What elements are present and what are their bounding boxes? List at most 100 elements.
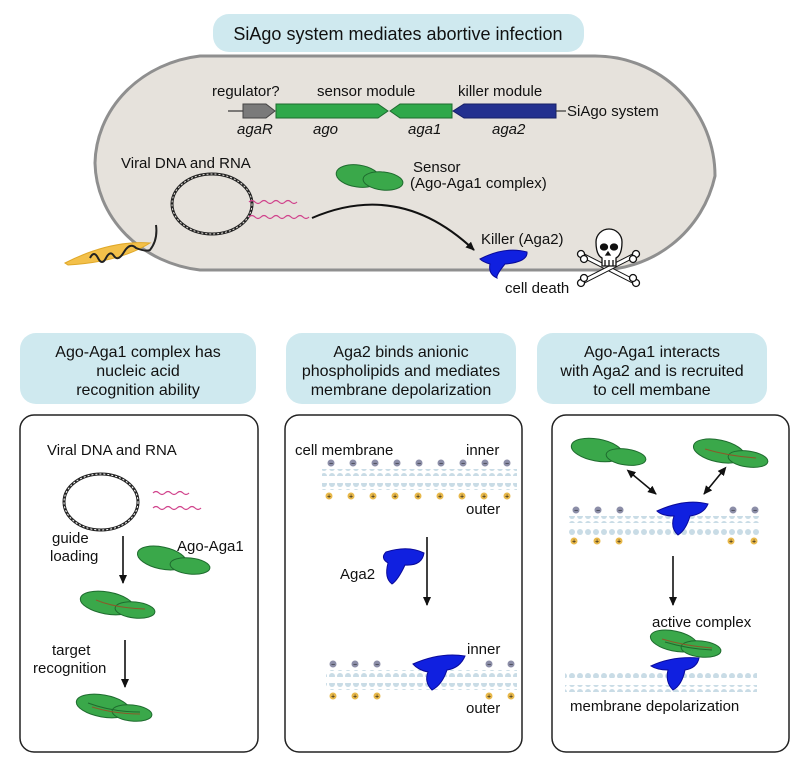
gene-ago	[275, 103, 389, 119]
module-label-sensor: sensor module	[317, 83, 415, 100]
svg-text:−: −	[487, 662, 491, 669]
svg-text:−: −	[574, 508, 578, 515]
panel-1-rna-icon	[152, 505, 202, 511]
positive-charge-icon	[615, 537, 623, 545]
negative-charge-icon	[371, 459, 379, 467]
negative-charge-icon	[373, 660, 381, 668]
panel-2-positive-charges: +++++++++	[325, 492, 511, 501]
panel-1-header-background	[20, 333, 256, 404]
svg-text:+: +	[487, 694, 491, 701]
panel-1-step1-line-2: loading	[50, 548, 98, 565]
panel-3-positive-charges: +++++	[570, 537, 758, 546]
panel-3-aga1-icon-right	[727, 450, 769, 468]
panel-1-guide-strand	[95, 599, 146, 610]
gene-cluster: regulator? sensor module killer module S…	[212, 83, 659, 138]
panel-2-aga2-label: Aga2	[340, 566, 375, 583]
panel-1-target-aga1-icon	[111, 704, 153, 722]
panel-3-header-line-1: Ago-Aga1 interacts	[584, 344, 720, 361]
positive-charge-icon	[485, 692, 493, 700]
svg-text:+: +	[460, 494, 464, 501]
panel-2-membrane-bottom	[326, 670, 517, 690]
negative-charge-icon	[349, 459, 357, 467]
svg-text:+: +	[505, 494, 509, 501]
gene-aga1	[389, 103, 453, 119]
negative-charge-icon	[503, 459, 511, 467]
positive-charge-icon	[414, 492, 422, 500]
panel-1-viral-label: Viral DNA and RNA	[47, 442, 177, 459]
panel-2-outer-label-top: outer	[466, 501, 500, 518]
panel-1-rna-icon	[152, 490, 190, 496]
panel-3-negative-charges: −−−−−	[572, 506, 759, 515]
svg-text:−: −	[731, 508, 735, 515]
panel-3-membrane-top	[569, 516, 759, 536]
panel-3-active-aga2-icon	[649, 657, 700, 691]
panel-1-frame	[19, 414, 259, 753]
positive-charge-icon	[727, 537, 735, 545]
panel-2-negative-charges-bound: −−−−−	[329, 660, 515, 669]
viral-rna-strand-icon	[248, 214, 310, 220]
svg-text:−: −	[618, 508, 622, 515]
panel-1-header-line-3: recognition ability	[76, 382, 200, 399]
panel-3-active-label: active complex	[652, 614, 752, 631]
svg-text:+: +	[752, 539, 756, 546]
gene-name-ago: ago	[313, 121, 338, 138]
positive-charge-icon	[369, 492, 377, 500]
panel-1: Viral DNA and RNA guide loading Ago-Aga1…	[19, 414, 259, 753]
svg-text:−: −	[351, 461, 355, 468]
panel-2-header-line-1: Aga2 binds anionic	[333, 344, 468, 361]
svg-text:−: −	[395, 461, 399, 468]
svg-text:+: +	[595, 539, 599, 546]
negative-charge-icon	[507, 660, 515, 668]
aga2-killer-icon	[479, 249, 528, 279]
negative-charge-icon	[616, 506, 624, 514]
svg-text:−: −	[483, 461, 487, 468]
panel-1-loaded-aga1-icon	[114, 601, 156, 619]
negative-charge-icon	[481, 459, 489, 467]
main-title-background	[213, 14, 584, 52]
svg-text:+: +	[375, 694, 379, 701]
panel-3: −−−−− +++++ active complex membrane depo…	[551, 414, 790, 753]
svg-text:−: −	[461, 461, 465, 468]
positive-charge-icon	[593, 537, 601, 545]
negative-charge-icon	[437, 459, 445, 467]
negative-charge-icon	[329, 660, 337, 668]
panel-1-step2-line-2: recognition	[33, 660, 106, 677]
aga1-protein-icon	[362, 171, 404, 191]
main-title: SiAgo system mediates abortive infection	[233, 24, 562, 44]
negative-charge-icon	[594, 506, 602, 514]
positive-charge-icon	[329, 692, 337, 700]
positive-charge-icon	[750, 537, 758, 545]
panel-3-frame	[551, 414, 790, 753]
svg-text:+: +	[729, 539, 733, 546]
panel-2-header: Aga2 binds anionic phospholipids and med…	[286, 333, 516, 404]
panel-3-membrane-bottom	[565, 671, 757, 692]
module-label-killer: killer module	[458, 83, 542, 100]
negative-charge-icon	[572, 506, 580, 514]
svg-text:−: −	[439, 461, 443, 468]
skull-crossbones-icon	[576, 228, 641, 288]
positive-charge-icon	[351, 692, 359, 700]
positive-charge-icon	[503, 492, 511, 500]
viral-label-cell: Viral DNA and RNA	[121, 155, 251, 172]
positive-charge-icon	[458, 492, 466, 500]
panel-1-step1-line-1: guide	[52, 530, 89, 547]
panel-2-header-line-2: phospholipids and mediates	[302, 363, 500, 380]
svg-text:−: −	[375, 662, 379, 669]
svg-text:−: −	[417, 461, 421, 468]
negative-charge-icon	[415, 459, 423, 467]
svg-text:−: −	[373, 461, 377, 468]
phage-body	[64, 242, 152, 266]
panel-3-header-line-3: to cell membane	[593, 382, 710, 399]
panel-3-result-label: membrane depolarization	[570, 698, 739, 715]
panel-3-aga1-icon-left	[605, 448, 647, 466]
panel-3-interaction-arrow-left	[626, 469, 657, 495]
sensor-label: Sensor	[413, 159, 461, 176]
positive-charge-icon	[480, 492, 488, 500]
svg-text:+: +	[509, 694, 513, 701]
panel-1-header-line-1: Ago-Aga1 complex has	[55, 344, 220, 361]
panel-1-header: Ago-Aga1 complex has nucleic acid recogn…	[20, 333, 256, 404]
svg-text:−: −	[596, 508, 600, 515]
panel-2-inner-label-bottom: inner	[467, 641, 500, 658]
gene-name-aga1: aga1	[408, 121, 441, 138]
